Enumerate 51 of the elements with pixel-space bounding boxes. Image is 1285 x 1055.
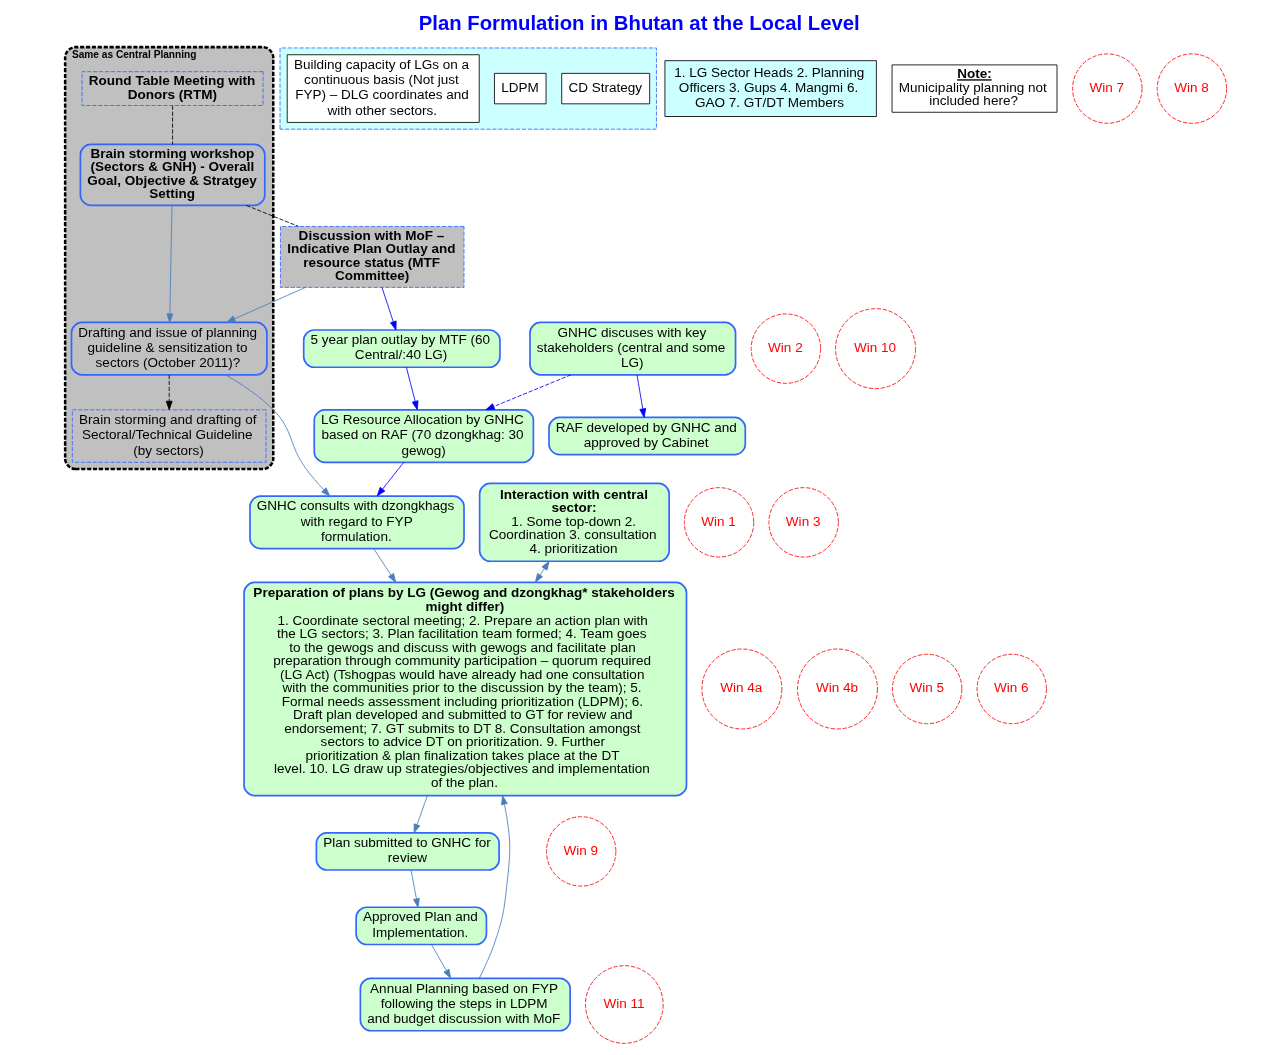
arrow bbox=[166, 205, 174, 323]
node-box: CD Strategy bbox=[561, 72, 651, 105]
arrow bbox=[478, 795, 511, 979]
node-circle: Win 8 bbox=[1156, 53, 1228, 124]
diagram-title: Plan Formulation in Bhutan at the Local Level bbox=[418, 12, 860, 35]
node-box: LDPM bbox=[494, 72, 547, 105]
arrow bbox=[534, 561, 550, 583]
node-box: 5 year plan outlay by MTF (60 Central/:40 LG) bbox=[302, 329, 501, 369]
node-box: Brain storming workshop (Sectors & GNH) - Overall Goal, Objective & Stratgey Setting bbox=[79, 143, 266, 207]
node-circle: Win 4a bbox=[701, 648, 783, 730]
node-circle: Win 4b bbox=[797, 648, 878, 730]
arrow bbox=[381, 287, 397, 331]
arrow bbox=[636, 374, 647, 418]
node-circle: Win 9 bbox=[546, 816, 617, 887]
node-box: Plan submitted to GNHC for review bbox=[315, 831, 500, 871]
node-box: Brain storming and drafting of Sectoral/Technical Guideline (by sectors) bbox=[71, 409, 267, 463]
node-box: Drafting and issue of planning guideline & sensitization to sectors (October 2011)? bbox=[70, 321, 268, 376]
node-box: RAF developed by GNHC and approved by Cabinet bbox=[548, 416, 747, 456]
arrow bbox=[410, 869, 420, 908]
connector bbox=[245, 205, 299, 227]
node-circle: Win 6 bbox=[976, 653, 1047, 725]
arrow bbox=[485, 374, 572, 411]
node-circle: Win 3 bbox=[768, 487, 839, 558]
arrow bbox=[165, 374, 173, 411]
arrow bbox=[225, 374, 331, 497]
node-box: Annual Planning based on FYP following the steps in LDPM and budget discussion with MoF bbox=[359, 977, 571, 1032]
arrow bbox=[376, 461, 405, 497]
node-box: LG Resource Allocation by GNHC based on RAF (70 dzongkhag: 30 gewog) bbox=[313, 409, 535, 464]
arrow bbox=[413, 795, 428, 834]
node-box: Discussion with MoF – Indicative Plan Outlay and resource status (MTF Committee) bbox=[280, 226, 465, 288]
node-box: Round Table Meeting with Donors (RTM) bbox=[81, 71, 264, 106]
node-circle: Win 11 bbox=[585, 965, 664, 1044]
node-box: Note: Municipality planning not included here? bbox=[891, 64, 1058, 113]
node-circle: Win 1 bbox=[683, 487, 755, 558]
node-box: Interaction with central sector: 1. Some top-down 2. Coordination 3. consultation 4. prioritization bbox=[478, 482, 670, 563]
node-box: Building capacity of LGs on a continuous basis (Not just FYP) – DLG coordinates and with other sectors. bbox=[286, 54, 480, 123]
node-circle: Win 5 bbox=[892, 653, 963, 725]
node-box: Approved Plan and Implementation. bbox=[355, 906, 488, 946]
arrow bbox=[431, 944, 452, 979]
node-circle: Win 7 bbox=[1072, 53, 1143, 124]
node-circle: Win 2 bbox=[750, 313, 821, 384]
connector bbox=[172, 105, 173, 145]
arrow bbox=[405, 366, 419, 411]
node-box: 1. LG Sector Heads 2. Planning Officers 3. Gups 4. Mangmi 6. GAO 7. GT/DT Members bbox=[664, 60, 877, 117]
node-box: GNHC consults with dzongkhags with regard to FYP formulation. bbox=[249, 495, 465, 550]
arrow bbox=[226, 287, 306, 323]
cluster bbox=[279, 47, 657, 130]
node-box: GNHC discuses with key stakeholders (central and some LG) bbox=[529, 321, 737, 376]
arrow bbox=[373, 548, 397, 583]
node-box: Preparation of plans by LG (Gewog and dzongkhag* stakeholders might differ) 1. Coordinate sectoral meeting; 2. Prepare an action plan with the LG sectors; 3. Plan facilitation team formed; 4. Team goes to the gewogs and discuss with gewogs and facilitate plan preparation through community participation – quorum required (LG Act) (Tshogpas would have already had one consultation with the communities prior to the discussion by the team); 5. Formal needs assessment including prioritization (LDPM); 6. Draft plan developed and submitted to GT for review and endorsement; 7. GT submits to DT 8. Consultation amongst sectors to advice DT on prioritization. 9. Further prioritization & plan finalization takes place at the DT level. 10. LG draw up strategies/objectives and implementation of the plan. bbox=[243, 581, 688, 797]
node-circle: Win 10 bbox=[835, 308, 916, 389]
